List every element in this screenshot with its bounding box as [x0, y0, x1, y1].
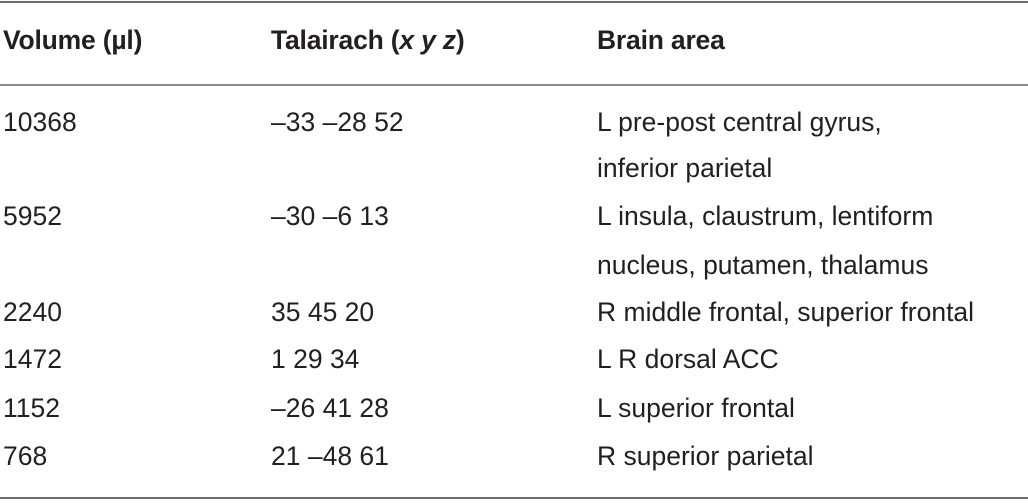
- row-1-talairach: –33 –28 52: [271, 107, 404, 137]
- header-talairach-axes: x y z: [399, 25, 456, 55]
- row-5-talairach: –26 41 28: [271, 393, 389, 423]
- row-1-area-line2: inferior parietal: [597, 153, 773, 183]
- table-top-rule: [0, 1, 1028, 3]
- row-3-talairach: 35 45 20: [271, 297, 375, 327]
- header-talairach-suffix: ): [455, 25, 465, 55]
- row-2-area-line2: nucleus, putamen, thalamus: [597, 250, 929, 280]
- row-2-talairach: –30 –6 13: [271, 201, 389, 231]
- row-5-volume: 1152: [3, 393, 60, 423]
- row-2-volume: 5952: [3, 201, 62, 231]
- header-volume: Volume (µl): [3, 25, 143, 55]
- row-2-area-line1: L insula, claustrum, lentiform: [597, 201, 934, 231]
- row-3-volume: 2240: [3, 297, 62, 327]
- row-4-volume: 1472: [3, 344, 62, 374]
- row-4-talairach: 1 29 34: [271, 344, 360, 374]
- row-3-area-line1: R middle frontal, superior frontal: [597, 297, 975, 327]
- row-4-area-line1: L R dorsal ACC: [597, 344, 779, 374]
- row-6-volume: 768: [3, 441, 48, 471]
- row-1-volume: 10368: [3, 107, 77, 137]
- table-bottom-rule: [0, 497, 1028, 499]
- row-1-area-line1: L pre-post central gyrus,: [597, 107, 882, 137]
- row-5-area-line1: L superior frontal: [597, 393, 795, 423]
- header-brain-area: Brain area: [597, 25, 725, 55]
- row-6-talairach: 21 –48 61: [271, 441, 389, 471]
- header-talairach-prefix: Talairach (: [271, 25, 400, 55]
- table-header-rule: [0, 84, 1028, 86]
- header-talairach: Talairach (x y z): [271, 25, 465, 55]
- row-6-area-line1: R superior parietal: [597, 441, 814, 471]
